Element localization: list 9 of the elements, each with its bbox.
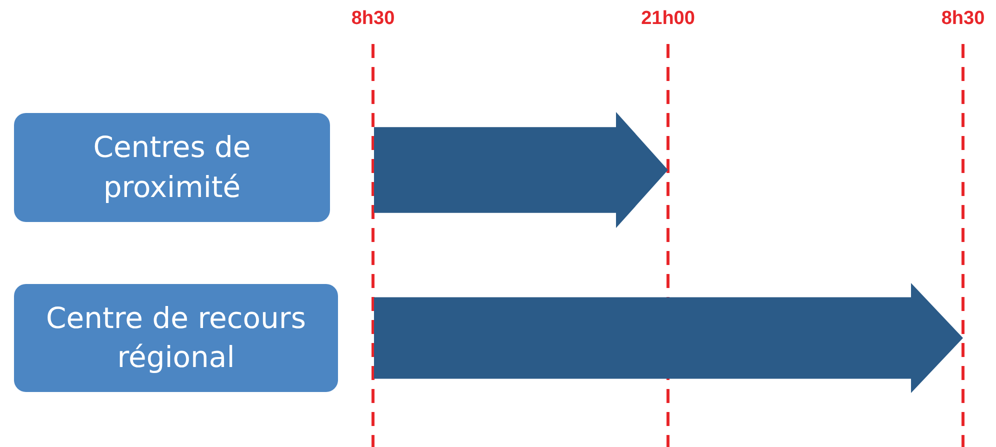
time-label: 8h30 <box>941 8 985 30</box>
category-box <box>14 113 330 222</box>
time-label: 21h00 <box>641 8 695 30</box>
category-label: Centre de recours régional <box>45 300 307 376</box>
category-label: Centres de proximité <box>92 129 252 206</box>
time-span-arrow <box>374 283 963 393</box>
time-label: 8h30 <box>351 8 395 30</box>
category-box <box>14 284 338 392</box>
time-span-arrow <box>374 112 668 228</box>
